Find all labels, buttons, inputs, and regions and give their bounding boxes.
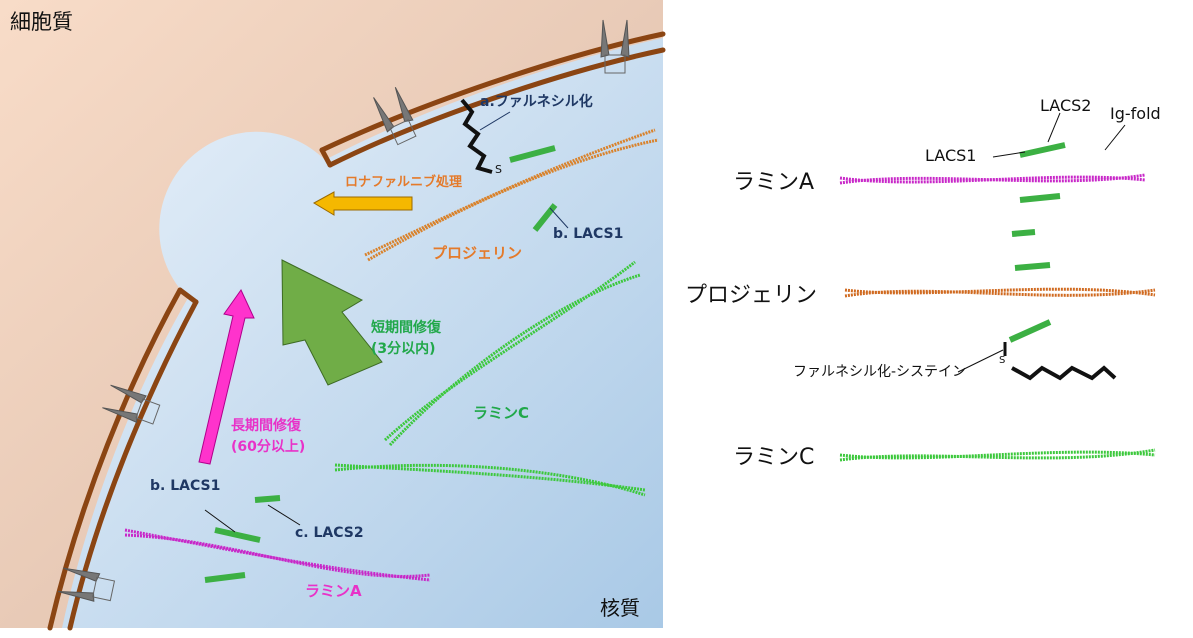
lacs2-label: c. LACS2: [295, 525, 364, 541]
lonafarnib-label: ロナファルニブ処理: [345, 175, 463, 190]
short-repair-arrow: [281, 259, 383, 386]
farnesyl-cysteine-label: ファルネシル化-システイン: [793, 364, 967, 380]
lamin-c-filament-right: [839, 448, 1156, 462]
nuclear-pore-icons: [57, 19, 630, 602]
sulfur-label: S: [495, 163, 502, 176]
progerin-filament-left: [364, 128, 659, 262]
lamin-a-filament-left: [124, 528, 431, 582]
short-repair-label: 短期間修復: [371, 320, 441, 336]
nucleoplasm-label: 核質: [600, 596, 640, 620]
progerin-filament-right: [844, 287, 1156, 298]
long-repair-time: (60分以上): [231, 439, 306, 455]
farnesylation-label: a.ファルネシル化: [480, 94, 593, 110]
cytoplasm-label: 細胞質: [10, 10, 73, 34]
sulfur-label-right: S: [999, 355, 1006, 366]
lamin-c-label-right: ラミンC: [733, 445, 815, 470]
ig-fold-label: Ig-fold: [1110, 104, 1161, 123]
lacs-domain: [509, 145, 556, 163]
lamin-c-filament-left: [334, 260, 646, 497]
lacs1-label-top: b. LACS1: [553, 226, 624, 242]
farnesyl-chain-icon: [460, 98, 493, 174]
lamin-a-label-right: ラミンA: [733, 170, 815, 195]
progerin-label-right: プロジェリン: [685, 283, 818, 308]
progerin-label: プロジェリン: [432, 244, 523, 262]
farnesyl-chain-right-icon: [1011, 365, 1117, 381]
long-repair-arrow: [198, 289, 255, 465]
short-repair-time: (3分以内): [371, 341, 436, 357]
lacs2-label-right: LACS2: [1040, 96, 1092, 115]
lacs1-label-bottom: b. LACS1: [150, 478, 221, 494]
long-repair-label: 長期間修復: [231, 418, 301, 434]
lonafarnib-arrow: [312, 191, 413, 216]
lamin-a-filament-right: [839, 173, 1146, 185]
lamin-c-label: ラミンC: [473, 404, 530, 422]
lacs1-label-right: LACS1: [925, 146, 977, 165]
lamin-a-label: ラミンA: [305, 582, 362, 600]
nuclear-envelope: [47, 31, 666, 631]
